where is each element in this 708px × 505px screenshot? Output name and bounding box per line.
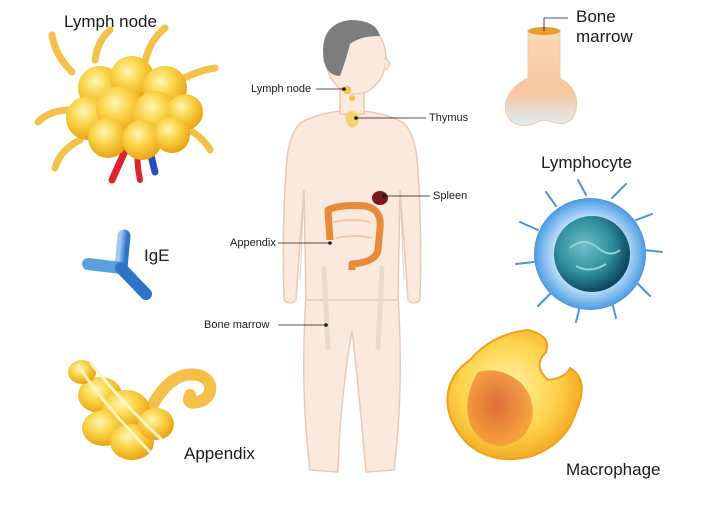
lymphocyte-label: Lymphocyte xyxy=(541,153,633,172)
macrophage-label: Macrophage xyxy=(566,460,661,479)
ige-illustration xyxy=(82,229,152,300)
callout-appendix: Appendix xyxy=(230,237,276,249)
human-body-illustration xyxy=(282,20,422,473)
bone-marrow-label-line2: marrow xyxy=(576,27,633,46)
callout-dots xyxy=(324,87,386,327)
macrophage-illustration xyxy=(446,328,583,461)
callout-thymus: Thymus xyxy=(429,112,469,124)
bone-marrow-label-line1: Bone xyxy=(576,7,616,26)
callout-bone-marrow: Bone marrow xyxy=(204,319,270,331)
callout-leaders xyxy=(278,88,430,326)
callout-lymph-node: Lymph node xyxy=(251,83,312,95)
lymph-node-illustration xyxy=(34,24,219,184)
lymphocyte-illustration xyxy=(515,179,663,323)
ige-label: IgE xyxy=(144,246,170,265)
appendix-label: Appendix xyxy=(184,444,255,463)
lymph-node-label: Lymph node xyxy=(64,12,157,31)
callout-spleen: Spleen xyxy=(433,190,468,202)
bone-marrow-illustration xyxy=(504,17,578,126)
appendix-illustration xyxy=(68,360,217,460)
